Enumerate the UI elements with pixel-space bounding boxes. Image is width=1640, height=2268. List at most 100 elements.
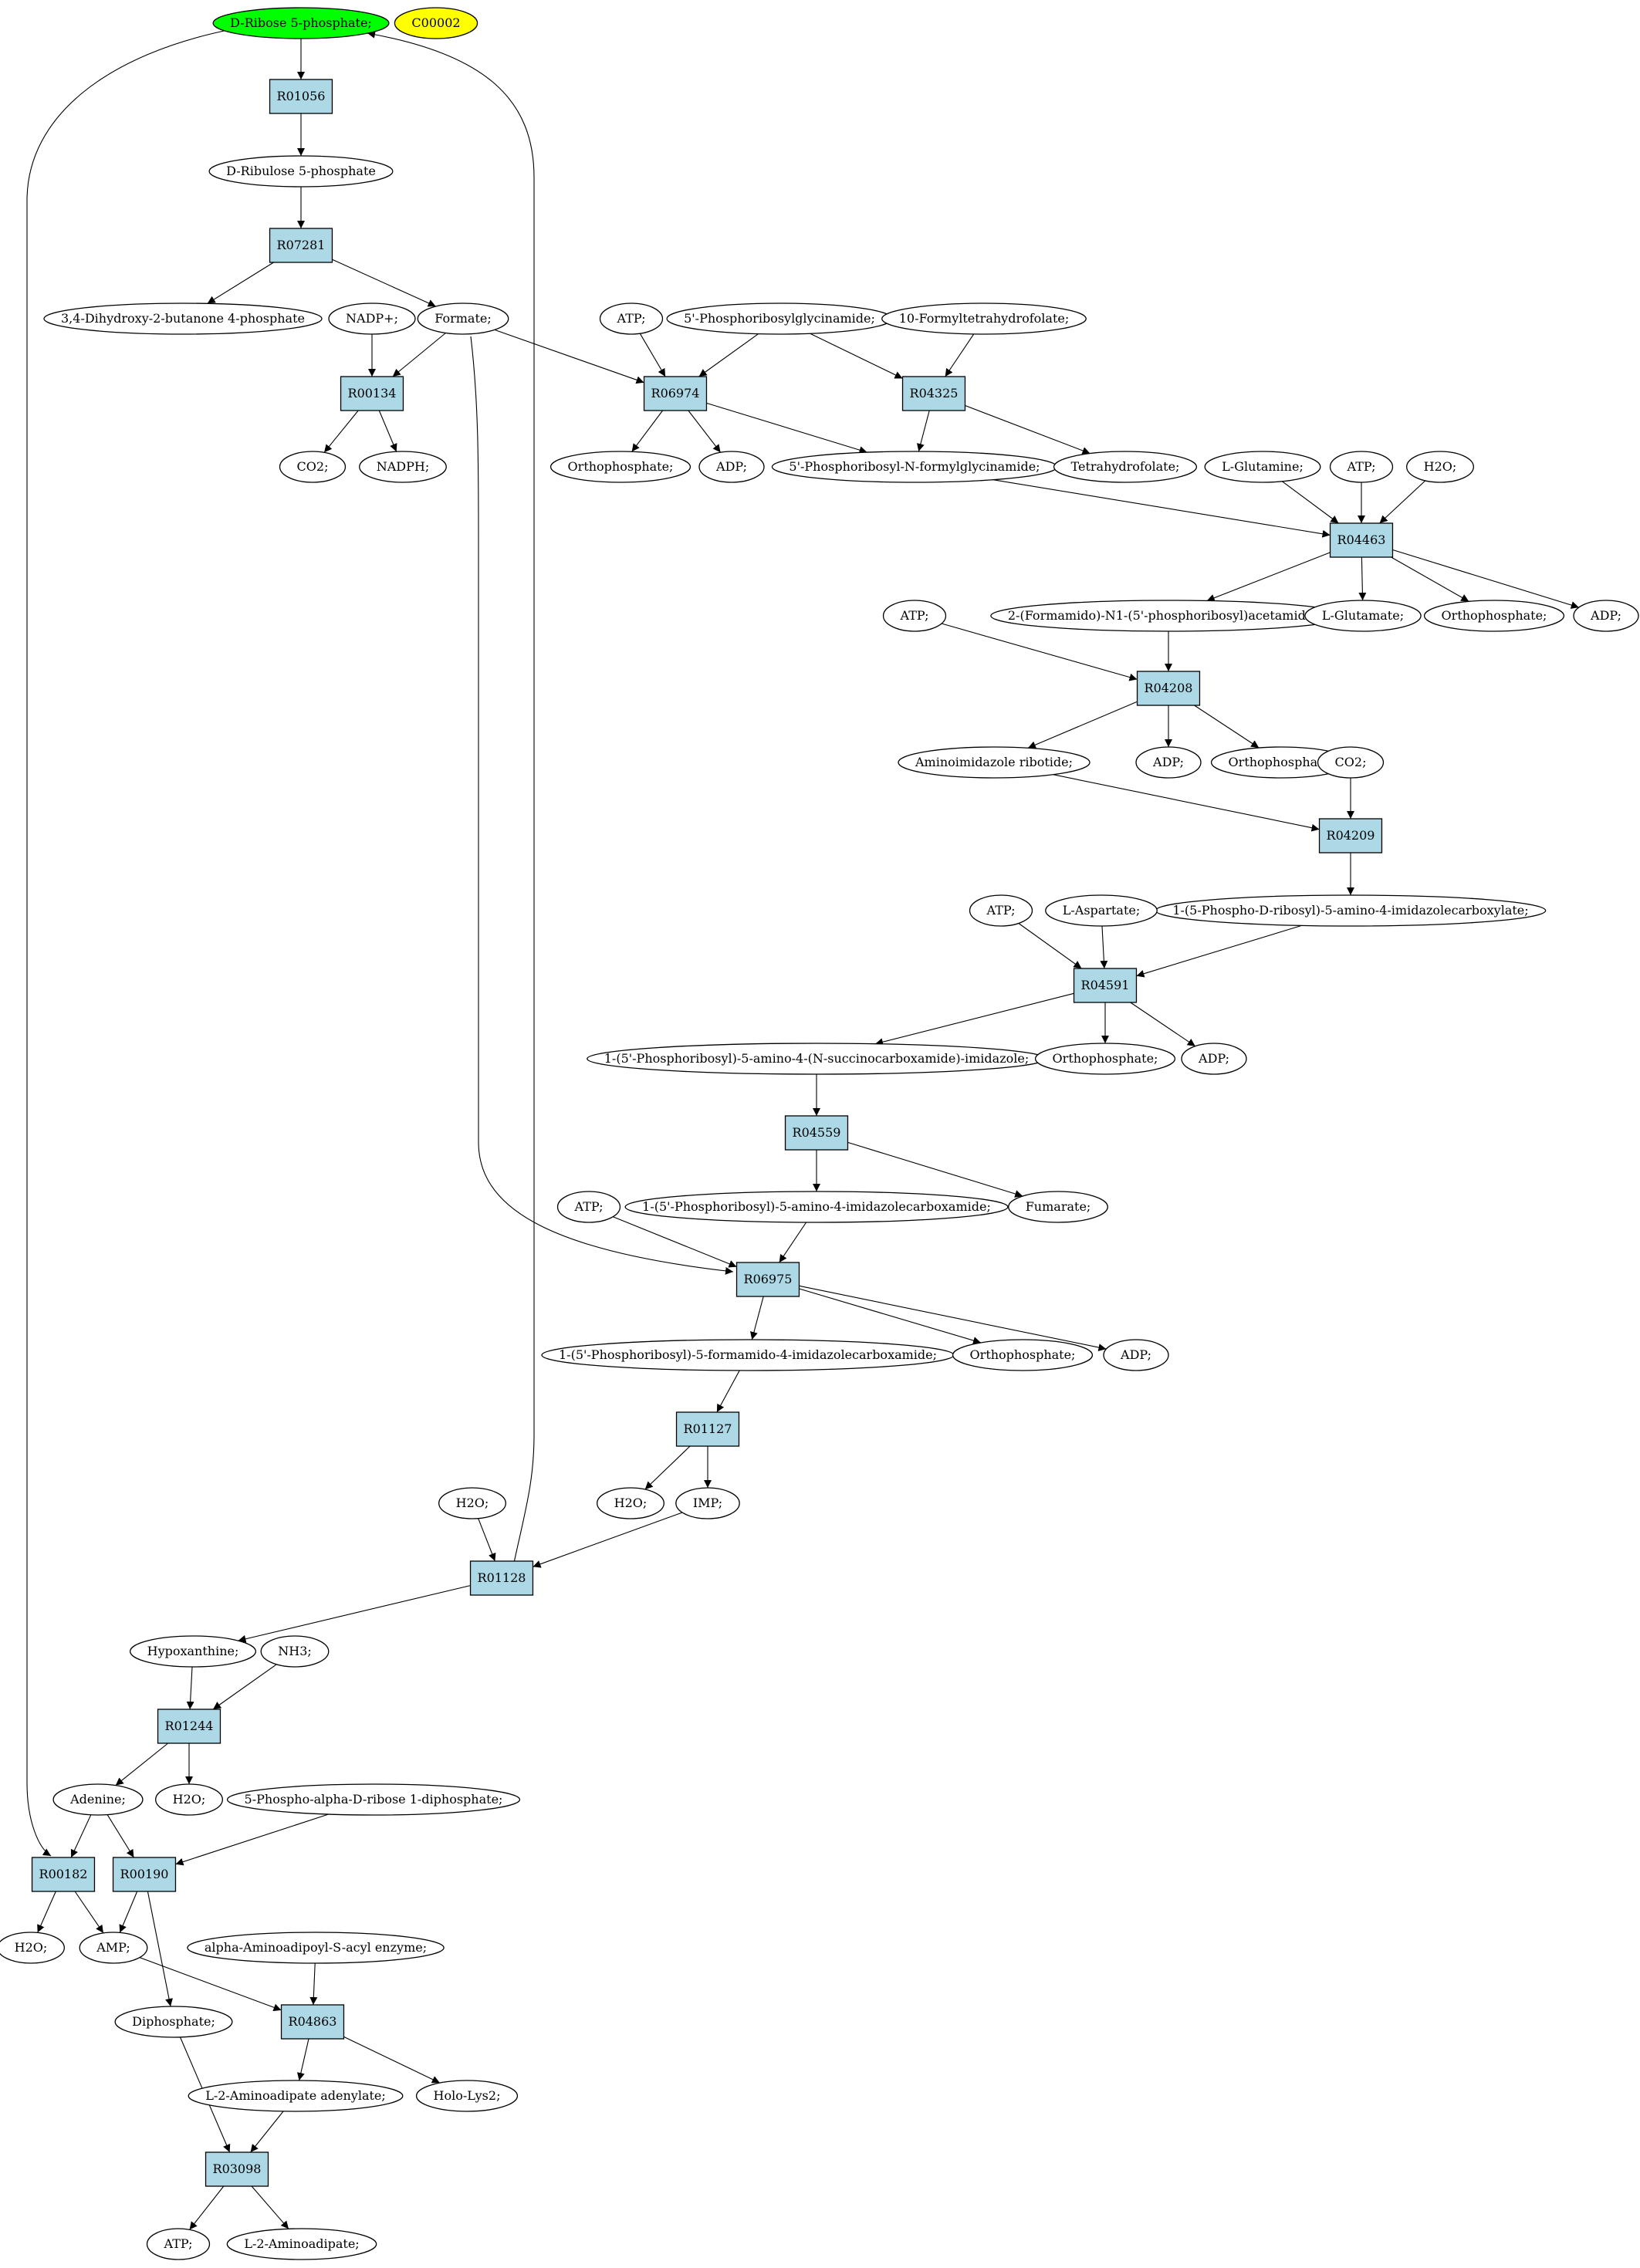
compound-node-n_fthf: 10-Formyltetrahydrofolate;: [881, 303, 1087, 335]
node-label: R00134: [348, 386, 397, 401]
node-label: NH3;: [278, 1644, 312, 1658]
compound-ellipse: [1304, 600, 1422, 632]
compound-ellipse: [260, 1635, 330, 1668]
node-label: ATP;: [1347, 459, 1376, 474]
edge-n_ade-to-r00190: [107, 1814, 134, 1858]
compound-node-n_aaad: L-2-Aminoadipate adenylate;: [188, 2080, 404, 2112]
reaction-node-r00182: R00182: [31, 1857, 96, 1892]
compound-ellipse: [1573, 600, 1639, 632]
compound-ellipse: [1045, 894, 1158, 927]
compound-node-n_adp_c: ADP;: [1135, 746, 1202, 779]
edge-n_cair-to-r04591: [1136, 924, 1302, 978]
node-label: 1-(5-Phospho-D-ribosyl)-5-amino-4-imidaz…: [1172, 903, 1528, 918]
reaction-box: [735, 1262, 800, 1297]
reaction-node-r04209: R04209: [1318, 818, 1383, 853]
edge-r06975-to-n_adp_e: [799, 1285, 1107, 1351]
node-label: CO2;: [1335, 755, 1367, 769]
compound-ellipse: [43, 303, 323, 335]
compound-node-n_air: Aminoimidazole ribotide;: [898, 746, 1091, 779]
compound-node-n_co2_b: CO2;: [1317, 746, 1385, 779]
edge-r04463-to-n_glu: [1358, 556, 1367, 601]
compound-ellipse: [146, 2228, 211, 2260]
compound-ellipse: [952, 1339, 1094, 1371]
compound-node-n_aad: L-2-Aminoadipate;: [226, 2228, 377, 2260]
reaction-node-r00190: R00190: [112, 1857, 177, 1892]
compound-ellipse: [79, 1932, 148, 1964]
compound-ellipse: [1329, 451, 1394, 483]
node-label: IMP;: [693, 1496, 722, 1510]
compound-ellipse: [0, 1932, 65, 1964]
reaction-node-r03098: R03098: [205, 2151, 269, 2187]
compound-node-n_atp_f: ATP;: [146, 2228, 211, 2260]
edge-n_air-to-r04209: [1053, 774, 1320, 832]
reaction-node-r06975: R06975: [735, 1262, 800, 1297]
edge-n_ade-to-r00182: [70, 1814, 92, 1858]
edge-r04463-to-n_pi_b: [1391, 556, 1469, 602]
node-label: Adenine;: [69, 1792, 126, 1807]
node-label: L-2-Aminoadipate adenylate;: [205, 2088, 386, 2103]
compound-ellipse: [394, 7, 478, 39]
compound-ellipse: [599, 303, 664, 335]
compound-node-n_h2o_c: H2O;: [438, 1487, 506, 1519]
reaction-box: [112, 1857, 177, 1892]
node-label: AMP;: [96, 1940, 130, 1955]
node-label: Orthophosphate;: [568, 459, 674, 474]
compound-node-n_adp_a: ADP;: [698, 451, 765, 483]
node-label: R04325: [910, 386, 959, 401]
node-label: Tetrahydrofolate;: [1071, 459, 1180, 474]
node-label: 5'-Phosphoribosylglycinamide;: [684, 311, 875, 326]
reaction-node-r01128: R01128: [469, 1560, 534, 1596]
edge-r04559-to-n_fum: [847, 1141, 1023, 1198]
reaction-box: [1136, 671, 1201, 706]
edge-r07281-to-n_formate: [332, 259, 436, 307]
node-label: R03098: [213, 2162, 262, 2176]
compound-ellipse: [624, 1191, 1009, 1223]
compound-node-n_pi_b: Orthophosphate;: [1423, 600, 1565, 632]
reaction-box: [269, 79, 333, 114]
edge-n_hyp-to-r01244: [186, 1666, 194, 1710]
node-label: L-2-Aminoadipate;: [244, 2236, 359, 2251]
edge-r04863-to-n_holo: [343, 2036, 441, 2084]
compound-node-n_ppi: Diphosphate;: [114, 2006, 233, 2038]
compound-node-n_pi_a: Orthophosphate;: [549, 451, 692, 483]
compound-ellipse: [114, 2006, 233, 2038]
compound-ellipse: [898, 746, 1091, 779]
node-label: 10-Formyltetrahydrofolate;: [899, 311, 1069, 326]
edge-r06974-to-n_fgar: [706, 402, 867, 454]
compound-node-n_aase: alpha-Aminoadipoyl-S-acyl enzyme;: [187, 1932, 445, 1964]
node-label: Orthophosphate;: [1442, 608, 1547, 623]
edge-r00182-to-n_amp: [74, 1891, 104, 1934]
node-label: R06974: [651, 386, 700, 401]
compound-node-n_nh3: NH3;: [260, 1635, 330, 1668]
node-label: 1-(5'-Phosphoribosyl)-5-amino-4-imidazol…: [642, 1199, 991, 1214]
edge-n_gln-to-r04463: [1282, 481, 1339, 524]
node-label: Orthophosphate;: [1053, 1051, 1158, 1066]
compound-node-n_formate: Formate;: [417, 303, 509, 335]
compound-ellipse: [279, 451, 347, 483]
node-label: R06975: [744, 1272, 793, 1286]
node-label: ADP;: [715, 459, 747, 474]
node-label: D-Ribulose 5-phosphate: [226, 164, 376, 178]
reaction-box: [280, 2004, 345, 2040]
reaction-box: [340, 376, 404, 411]
reaction-node-r04208: R04208: [1136, 671, 1201, 706]
compound-node-n_glu: L-Glutamate;: [1304, 600, 1422, 632]
node-label: 3,4-Dihydroxy-2-butanone 4-phosphate: [61, 311, 305, 326]
reaction-node-r07281: R07281: [269, 228, 333, 263]
compound-ellipse: [208, 155, 394, 188]
edge-r00190-to-n_amp: [119, 1891, 138, 1933]
edge-n_fgar-to-r04463: [992, 479, 1331, 538]
edge-r04463-to-n_fgam: [1206, 552, 1331, 602]
edge-n_aase-to-r04863: [309, 1962, 318, 2006]
edge-r06974-to-n_adp_a: [688, 410, 722, 453]
compound-node-n_h2o_b: H2O;: [597, 1487, 664, 1519]
compound-node-n_hyp: Hypoxanthine;: [129, 1635, 257, 1668]
node-label: 1-(5'-Phosphoribosyl)-5-formamido-4-imid…: [559, 1347, 937, 1362]
compound-ellipse: [359, 451, 447, 483]
reaction-node-r04863: R04863: [280, 2004, 345, 2040]
node-label: 5'-Phosphoribosyl-N-formylglycinamide;: [789, 459, 1040, 474]
edge-r00134-to-n_nadph: [378, 410, 397, 452]
compound-ellipse: [52, 1783, 144, 1816]
edge-n_prpp-to-r00190: [175, 1813, 329, 1866]
